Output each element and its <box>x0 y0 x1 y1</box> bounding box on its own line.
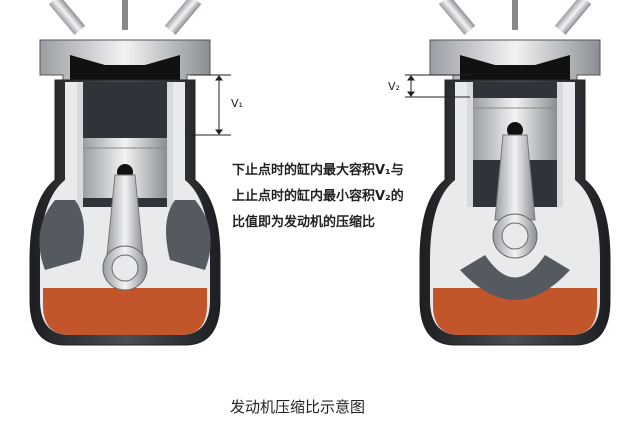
v1-dimension <box>190 74 231 136</box>
description-line: 上止点时的缸内最小容积V₂的 <box>232 189 404 204</box>
v2-label: V₂ <box>388 80 400 93</box>
compression-ratio-description: 下止点时的缸内最大容积V₁与 上止点时的缸内最小容积V₂的 比值即为发动机的压缩… <box>232 158 404 236</box>
engine-tdc <box>419 0 611 346</box>
description-line: 下止点时的缸内最大容积V₁与 <box>232 163 404 178</box>
v2-dimension <box>405 74 470 98</box>
v1-label: V₁ <box>231 97 243 110</box>
description-line: 比值即为发动机的压缩比 <box>232 215 376 230</box>
engine-bdc <box>29 0 221 346</box>
caption: 发动机压缩比示意图 <box>230 398 366 416</box>
